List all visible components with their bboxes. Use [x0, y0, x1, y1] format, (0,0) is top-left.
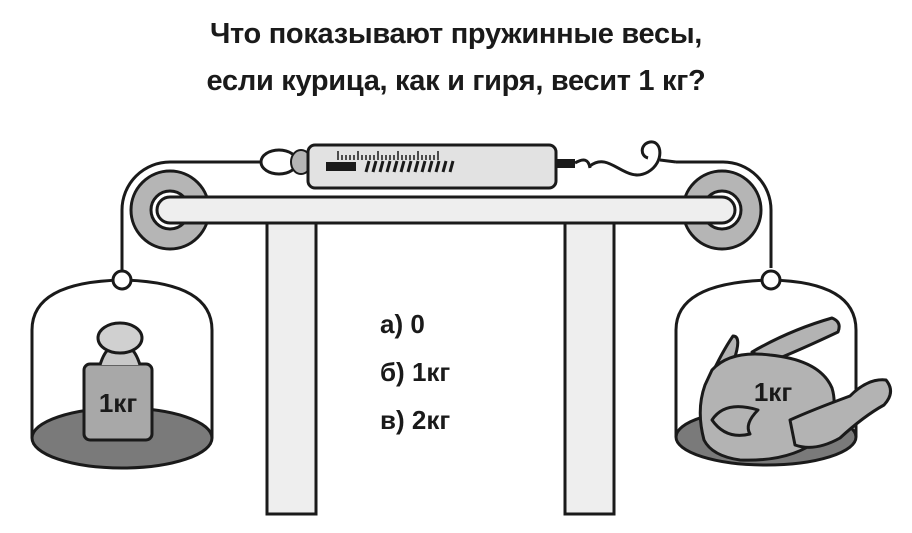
- spring-scale: [259, 140, 677, 190]
- answer-option-a: а) 0: [380, 309, 425, 339]
- answer-options: а) 0 б) 1кг в) 2кг: [380, 300, 450, 444]
- kilogram-weight: 1кг: [82, 321, 154, 442]
- answer-option-c: в) 2кг: [380, 405, 451, 435]
- chicken-label: 1кг: [754, 377, 792, 407]
- question-line-2: если курица, как и гиря, весит 1 кг?: [206, 65, 706, 97]
- crossbeam: [155, 195, 737, 225]
- weight-label: 1кг: [99, 388, 137, 418]
- string: [120, 160, 773, 270]
- question-line-1: Что показывают пружинные весы,: [209, 18, 703, 50]
- right-pillar: [563, 220, 616, 516]
- left-pillar: [265, 220, 318, 516]
- chicken: 1кг: [698, 316, 892, 462]
- answer-option-b: б) 1кг: [380, 357, 451, 387]
